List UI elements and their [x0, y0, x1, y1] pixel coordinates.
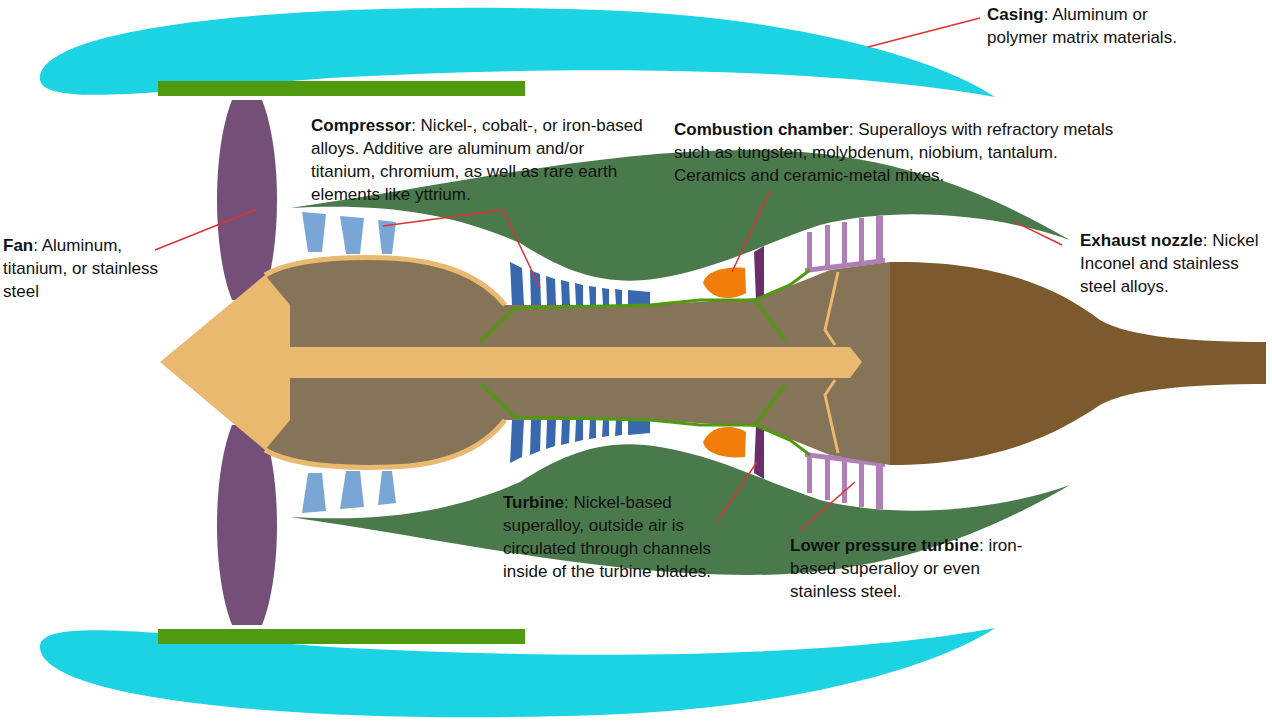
part-name: Exhaust nozzle: [1080, 231, 1203, 250]
engine-lower-half: [40, 420, 1070, 717]
leader-line: [732, 190, 770, 272]
part-name: Compressor: [311, 116, 411, 135]
compressor-callout: Compressor: Nickel-, cobalt-, or iron-ba…: [311, 114, 651, 206]
part-name: Combustion chamber: [674, 120, 849, 139]
exhaust-callout: Exhaust nozzle: Nickel Inconel and stain…: [1080, 229, 1268, 298]
core-rim: [265, 420, 505, 467]
turbine-callout: Turbine: Nickel-based superalloy, outsid…: [503, 491, 725, 583]
part-name: Fan: [3, 236, 33, 255]
shaft: [270, 347, 862, 378]
fan-callout: Fan: Aluminum, titanium, or stainless st…: [3, 234, 185, 303]
lpt-callout: Lower pressure turbine: iron-based super…: [790, 534, 1025, 603]
leader-line: [718, 462, 757, 520]
part-name: Lower pressure turbine: [790, 536, 979, 555]
leader-line: [800, 482, 855, 530]
leader-line: [503, 210, 540, 288]
casing-callout: Casing: Aluminum or polymer matrix mater…: [987, 3, 1192, 49]
part-name: Casing: [987, 5, 1044, 24]
leader-line: [1015, 222, 1062, 245]
engine-core: [265, 258, 890, 468]
core-rim: [265, 258, 505, 305]
combustion-callout: Combustion chamber: Superalloys with ref…: [674, 118, 1129, 187]
exhaust-cone: [890, 262, 1266, 465]
leader-line: [155, 210, 255, 250]
leader-line: [383, 210, 503, 226]
part-name: Turbine: [503, 493, 564, 512]
leader-line: [868, 18, 980, 47]
leader-lines: [155, 18, 1062, 530]
